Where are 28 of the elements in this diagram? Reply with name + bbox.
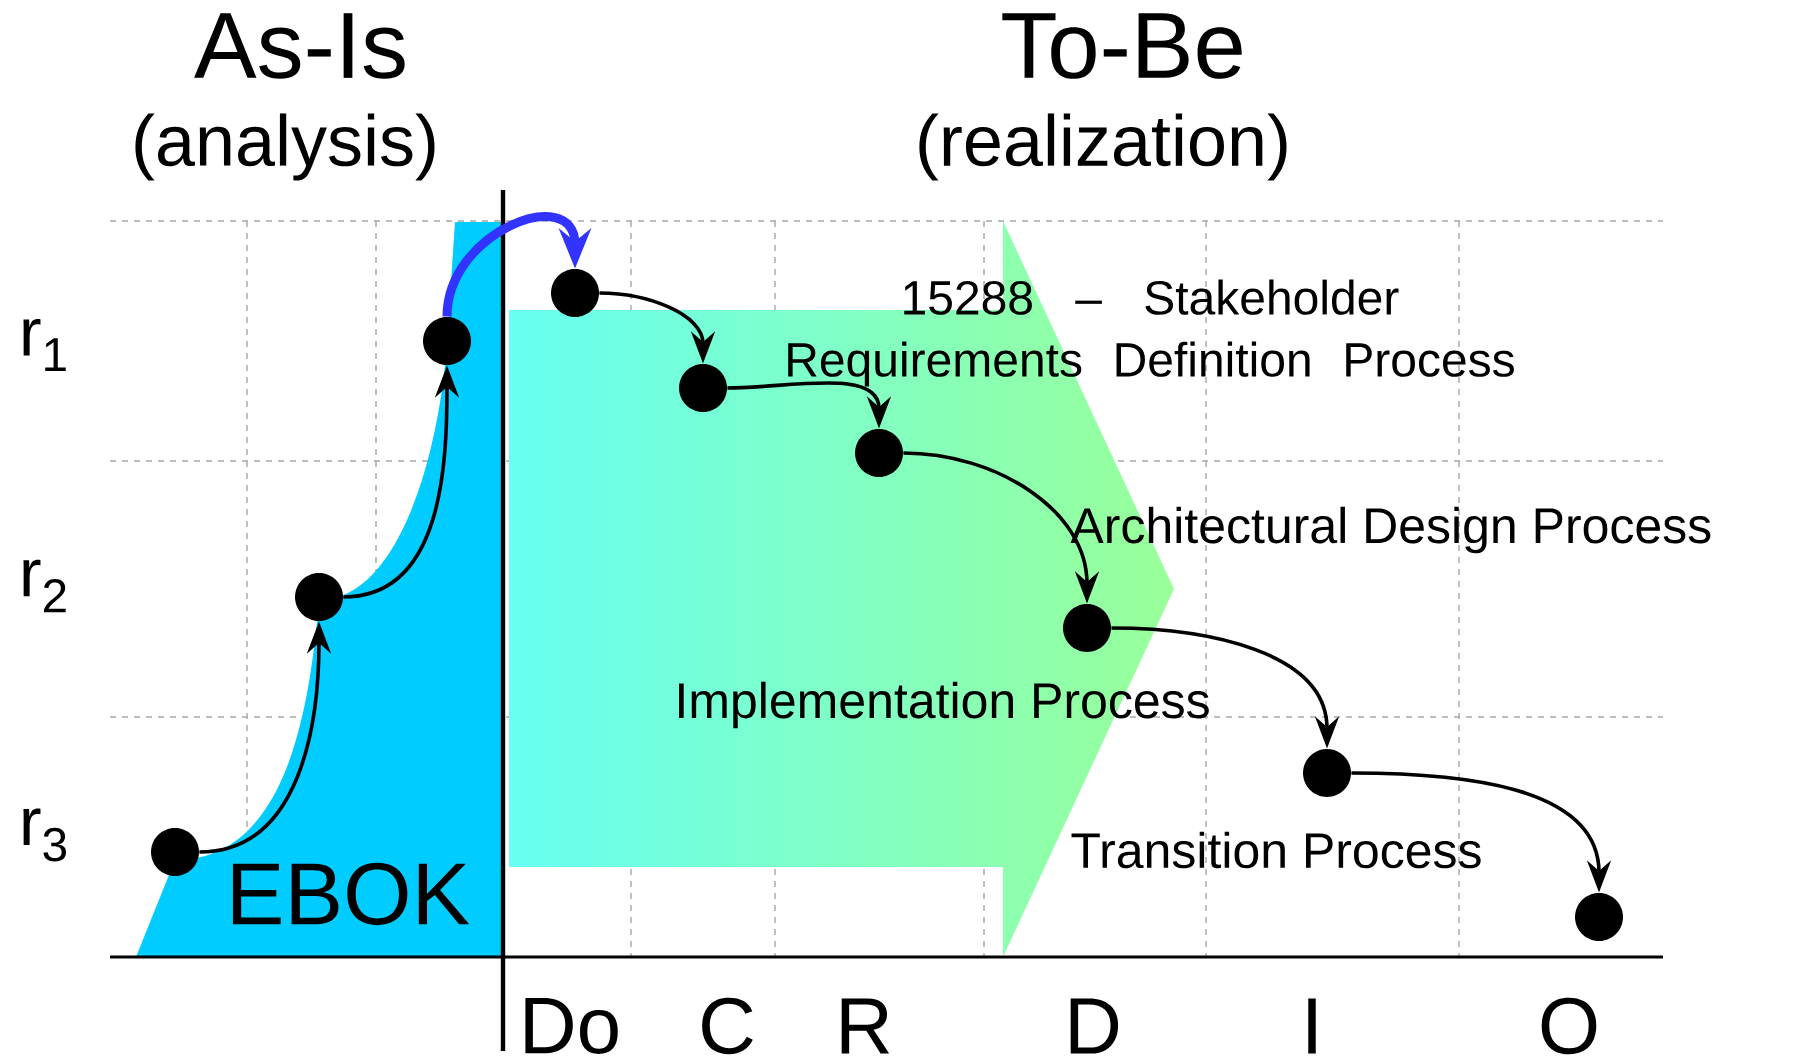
- column-label: O: [1541, 997, 1597, 1055]
- area-label: EBOK: [232, 862, 470, 926]
- dot: [295, 573, 343, 621]
- column-label: Do: [525, 998, 618, 1054]
- dot: [551, 269, 599, 317]
- dot: [1063, 604, 1111, 652]
- process-label: Implementation Process: [679, 681, 1209, 729]
- dot: [855, 429, 903, 477]
- heading: To-Be: [1002, 13, 1242, 79]
- column-label: D: [1070, 998, 1119, 1054]
- process-label: Architectural Design Process: [1070, 506, 1711, 554]
- dot: [1575, 893, 1623, 941]
- dot: [1303, 749, 1351, 797]
- arrow: [442, 212, 592, 318]
- dot: [151, 828, 199, 876]
- row-label: r$_{1}$: [23, 318, 66, 372]
- column-label: I: [1308, 998, 1316, 1054]
- dot: [679, 364, 727, 412]
- dot: [423, 317, 471, 365]
- process-label: Transition Process: [1071, 831, 1481, 869]
- process-label: 15288 – Stakeholder Requirements Definition Process: [788, 279, 1514, 387]
- heading: (analysis): [135, 113, 435, 181]
- column-label: C: [702, 997, 753, 1055]
- column-label: R: [841, 998, 890, 1054]
- row-label: r$_{3}$: [23, 808, 66, 862]
- row-label: r$_{2}$: [23, 559, 66, 613]
- heading: As-Is: [194, 13, 405, 79]
- heading: (realization): [919, 113, 1287, 181]
